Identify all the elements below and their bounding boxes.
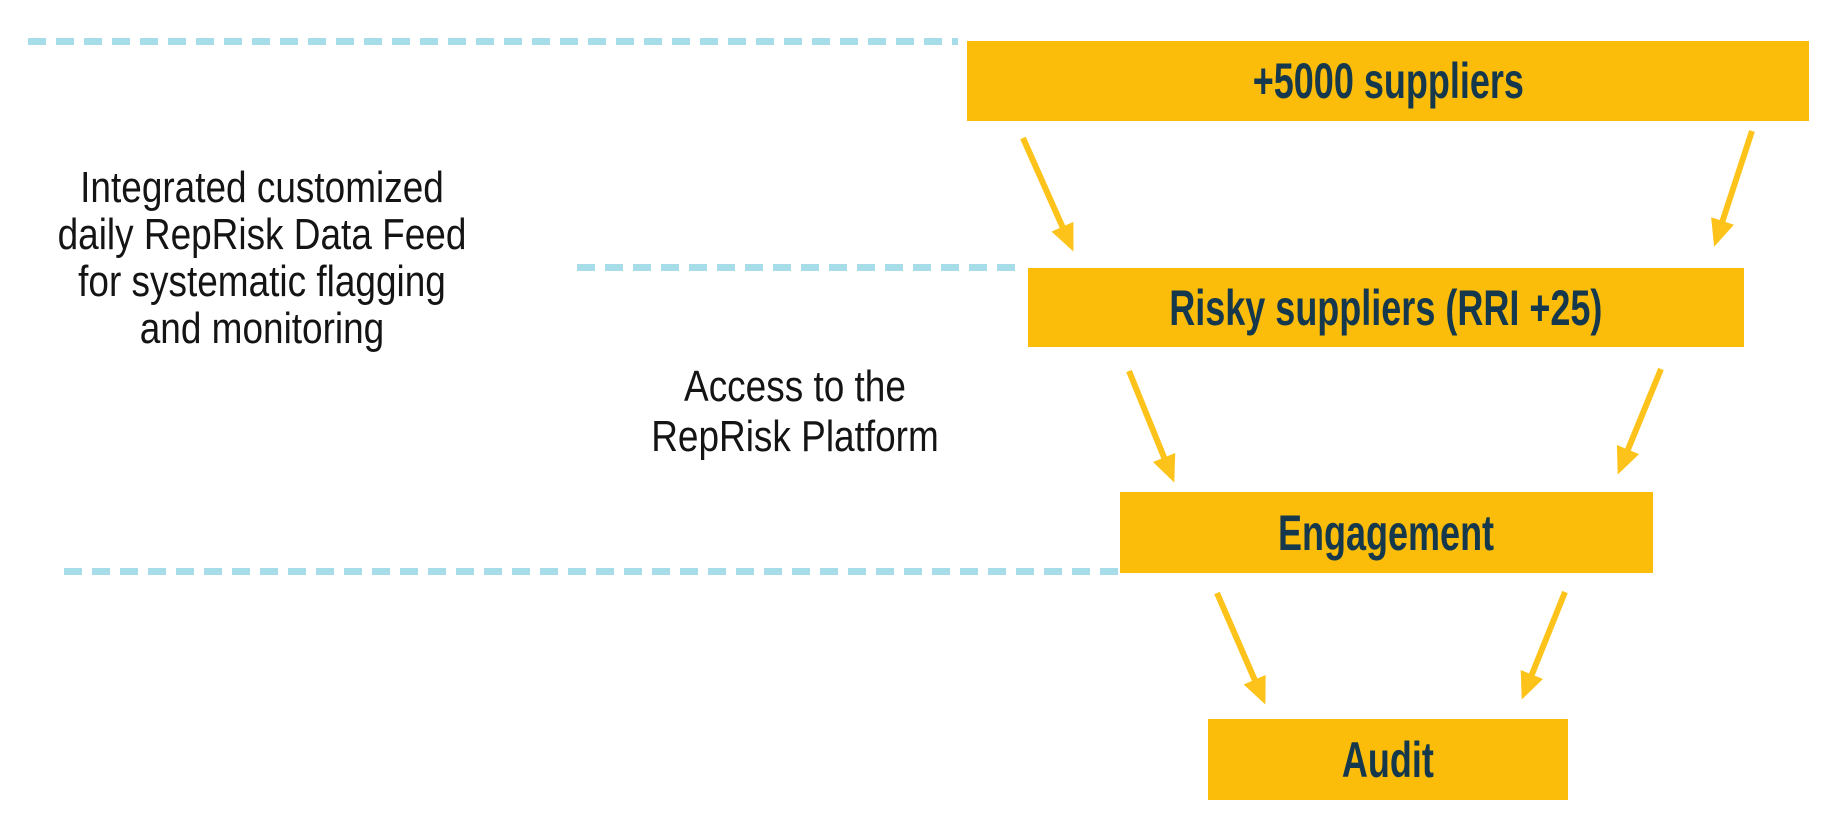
arrow-down-icon [1020, 136, 1074, 252]
annotation-line: RepRisk Platform [651, 412, 939, 461]
funnel-stage-label: Risky suppliers (RRI +25) [1169, 279, 1603, 336]
arrow-down-icon [1711, 130, 1755, 247]
annotation-line: and monitoring [139, 304, 385, 353]
funnel-stage-engagement: Engagement [1120, 492, 1653, 573]
annotation-line: Access to the [684, 362, 906, 411]
arrow-down-icon [1520, 590, 1568, 700]
funnel-stage-label: +5000 suppliers [1252, 53, 1524, 109]
funnel-stage-label: Engagement [1278, 504, 1495, 561]
annotation-line: Integrated customized [80, 163, 444, 212]
annotation-data-feed: Integrated customized daily RepRisk Data… [44, 164, 481, 352]
dashed-guide-line-bottom [64, 568, 1120, 575]
arrow-down-icon [1214, 591, 1266, 705]
annotation-platform-access: Access to the RepRisk Platform [577, 362, 1014, 462]
funnel-stage-risky-suppliers: Risky suppliers (RRI +25) [1028, 268, 1744, 347]
funnel-stage-audit: Audit [1208, 719, 1568, 800]
dashed-guide-line-middle [577, 264, 1018, 271]
funnel-stage-suppliers: +5000 suppliers [967, 41, 1809, 121]
dashed-guide-line-top [28, 38, 958, 45]
annotation-line: for systematic flagging [78, 257, 446, 306]
funnel-stage-label: Audit [1342, 731, 1434, 788]
arrow-down-icon [1616, 367, 1664, 475]
arrow-down-icon [1126, 369, 1176, 483]
annotation-line: daily RepRisk Data Feed [57, 210, 467, 259]
